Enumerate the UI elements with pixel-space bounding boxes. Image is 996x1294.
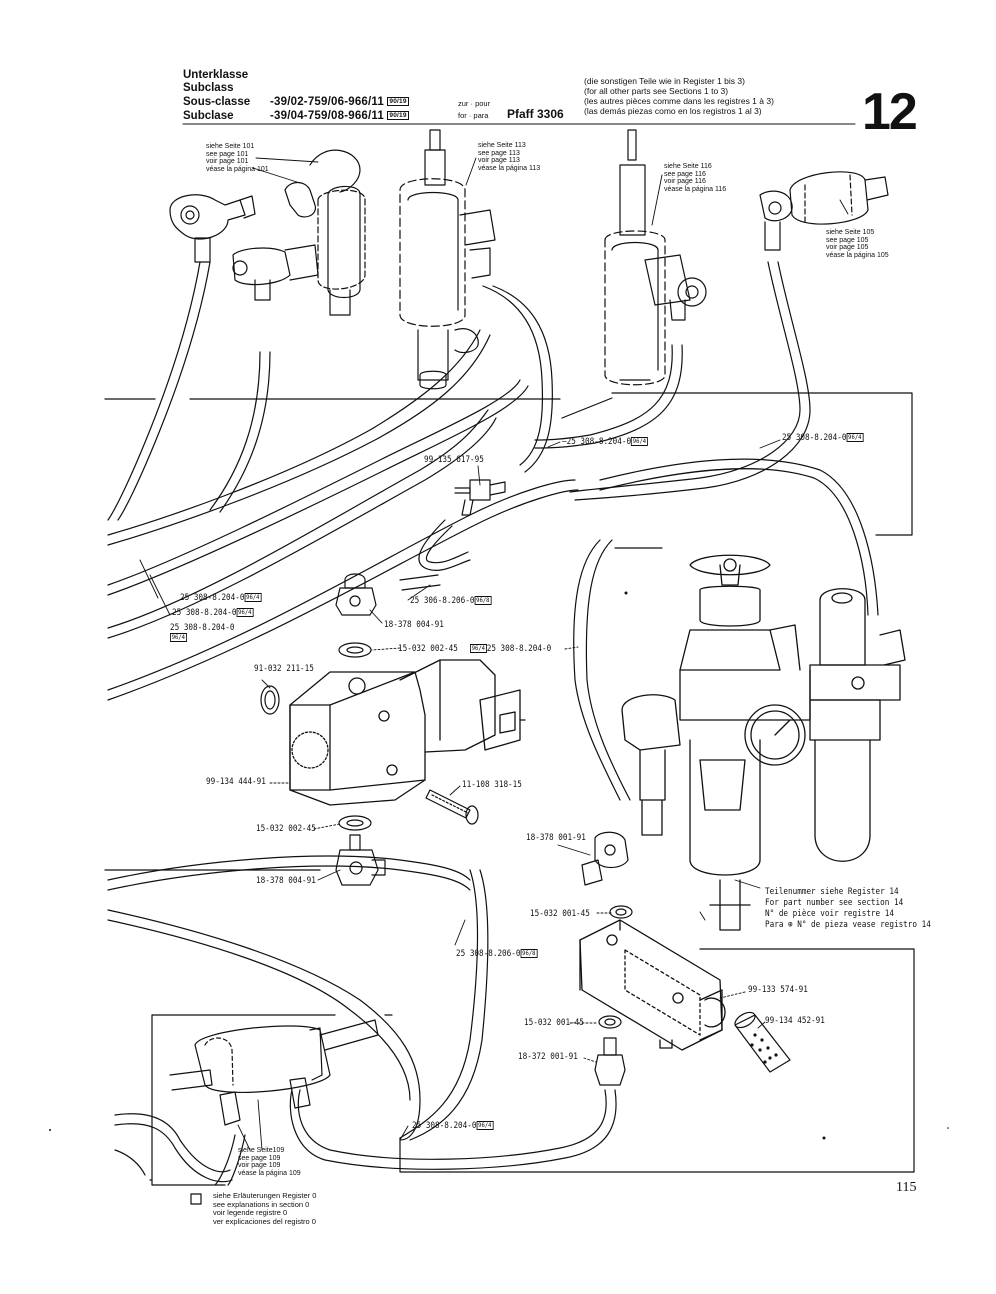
valve-p116 — [604, 129, 707, 386]
part-fitting-b: 18-378 004-91 — [256, 876, 316, 886]
for-label-2: for · para — [458, 111, 489, 120]
filter-regulator-unit — [621, 554, 906, 931]
part-washer-a: 15-032 002-45 — [398, 644, 458, 654]
machine-name: Pfaff 3306 — [507, 107, 564, 121]
screw — [425, 789, 479, 825]
part-washer-d: 15-032 001-45 — [524, 1018, 584, 1028]
silencer — [734, 1011, 791, 1073]
valve-p113 — [399, 129, 496, 390]
fitting-18-378-lower — [335, 815, 386, 886]
header-note-4: (las demás piezas como en los registros … — [584, 106, 762, 116]
leader-lines — [139, 157, 849, 1151]
cylinder-p109 — [169, 1019, 379, 1126]
fitting-18-378-right — [581, 831, 633, 919]
part-fitting-d: 18-372 001-91 — [518, 1052, 578, 1062]
header-label-en: Subclass — [183, 82, 234, 94]
fitting-18-378-upper — [335, 573, 377, 658]
header-note-1: (die sonstigen Teile wie in Register 1 b… — [584, 76, 745, 86]
subclass-code-1: -39/02-759/06-966/11 90/19 — [270, 96, 409, 108]
part-oring: 91-032 211-15 — [254, 664, 314, 674]
dots — [49, 591, 949, 1140]
header-label-es: Subclase — [183, 110, 234, 122]
valve-p101 — [169, 149, 366, 316]
section-number: 12 — [862, 83, 918, 141]
header-label-fr: Sous-classe — [183, 96, 251, 108]
legend-box-icon — [190, 1193, 202, 1205]
part-washer-b: 15-032 002-45 — [256, 824, 316, 834]
part-fitting-a: 18-378 004-91 — [384, 620, 444, 630]
cylinder-p105 — [759, 171, 889, 251]
header-note-2: (for all other parts see Sections 1 to 3… — [584, 86, 729, 96]
tee-fitting — [454, 479, 506, 516]
oring — [260, 685, 280, 715]
part-valve: 99-134 444-91 — [206, 777, 266, 787]
solenoid-valve — [289, 659, 526, 806]
hoses — [107, 261, 879, 1186]
part-fitting-c: 18-378 001-91 — [526, 833, 586, 843]
part-tee: 99-135 617-95 — [424, 455, 484, 465]
page-number: 115 — [896, 1180, 917, 1195]
part-silencer: 99-134 452-91 — [765, 1016, 825, 1026]
part-valve-b: 99-133 574-91 — [748, 985, 808, 995]
subclass-code-2: -39/04-759/08-966/11 90/19 — [270, 110, 409, 122]
header-label-de: Unterklasse — [183, 69, 249, 81]
part-screw: 11-108 318-15 — [462, 780, 522, 790]
frame-lines — [104, 392, 915, 1186]
header-note-3: (les autres pièces comme dans les regist… — [584, 96, 774, 106]
for-label-1: zur · pour — [458, 99, 491, 108]
fitting-18-372 — [594, 1015, 626, 1086]
solenoid-valve-b — [579, 919, 726, 1051]
part-washer-c: 15-032 001-45 — [530, 909, 590, 919]
